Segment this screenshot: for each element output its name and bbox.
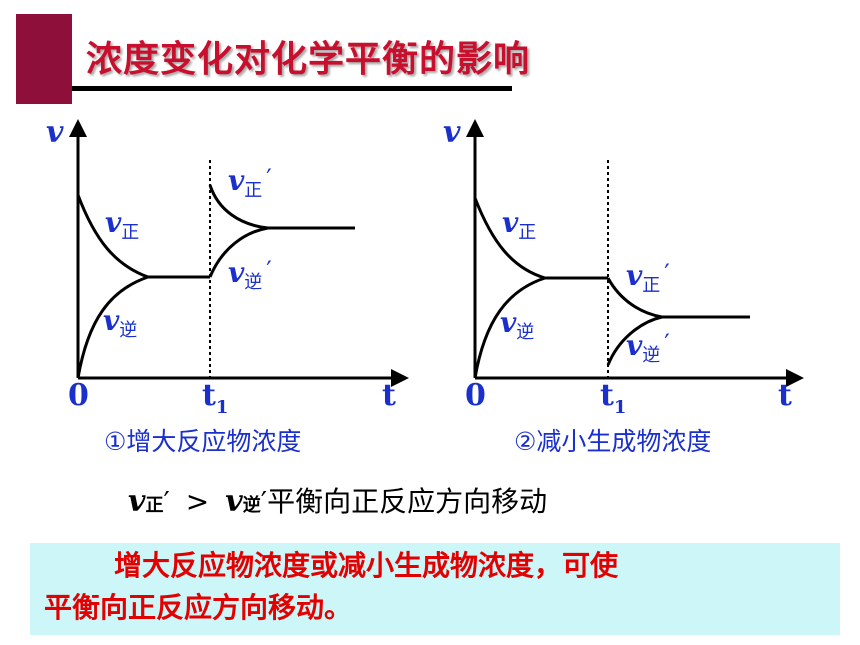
graph-2-reverse-rate-new-label: v逆′	[626, 329, 670, 366]
relation-left-sub: 正	[145, 495, 164, 516]
relation-right-v: v	[225, 484, 243, 519]
graph-2-y-axis-label: v	[443, 115, 461, 150]
conclusion-line-1: 增大反应物浓度或减小生成物浓度，可使	[114, 549, 619, 582]
graph-1-y-axis-label: v	[46, 115, 64, 150]
title-underline	[72, 86, 512, 91]
graph-1-t1-label: t1	[202, 378, 228, 418]
graph-2-reverse-rate-curve	[473, 276, 546, 379]
graph-2: v t 0 t1 v正 v逆 v正′ v逆′	[443, 115, 804, 418]
graph-2-forward-rate-curve	[473, 197, 608, 280]
graph-1-x-axis-label: t	[382, 378, 396, 413]
graph-2-origin-label: 0	[465, 378, 486, 413]
graph-1-forward-rate-new-label: v正′	[228, 164, 272, 201]
graph-1-caption: ①增大反应物浓度	[104, 427, 302, 456]
graph-1-reverse-rate-new-curve	[208, 226, 269, 278]
relation-greater-than: >	[185, 485, 210, 518]
graph-2-reverse-rate-new-curve	[606, 315, 663, 366]
graph-2-x-axis-label: t	[778, 378, 792, 413]
graph-1-reverse-rate-label: v逆	[103, 304, 137, 341]
graph-1-reverse-rate-new-label: v逆′	[228, 256, 272, 293]
graph-2-forward-rate-label: v正	[502, 206, 536, 243]
graph-1-forward-rate-curve	[76, 194, 210, 279]
relation-right-prime: ′	[260, 485, 268, 518]
graph-2-reverse-rate-label: v逆	[500, 306, 534, 343]
graph-1: v t 0 t1 v正 v逆 v正′ v逆′	[46, 115, 409, 418]
graph-1-reverse-rate-curve	[76, 275, 149, 379]
relation-text: 平衡向正反应方向移动	[267, 485, 548, 518]
conclusion-box: 增大反应物浓度或减小生成物浓度，可使 平衡向正反应方向移动。	[30, 543, 840, 635]
slide-title: 浓度变化对化学平衡的影响	[86, 39, 531, 80]
graph-2-forward-rate-new-label: v正′	[626, 259, 670, 296]
relation-left-v: v	[128, 484, 146, 519]
relation-right-sub: 逆	[242, 495, 261, 516]
graph-2-t1-label: t1	[600, 378, 626, 418]
graph-2-caption: ②减小生成物浓度	[514, 427, 712, 456]
relation-left-prime: ′	[163, 485, 170, 518]
graph-1-origin-label: 0	[68, 378, 89, 413]
graph-1-forward-rate-label: v正	[105, 206, 139, 243]
title-accent-block	[16, 14, 72, 104]
rate-relation-statement: v 正 ′ > v 逆 ′ 平衡向正反应方向移动	[128, 480, 547, 520]
conclusion-line-2: 平衡向正反应方向移动。	[44, 591, 353, 624]
